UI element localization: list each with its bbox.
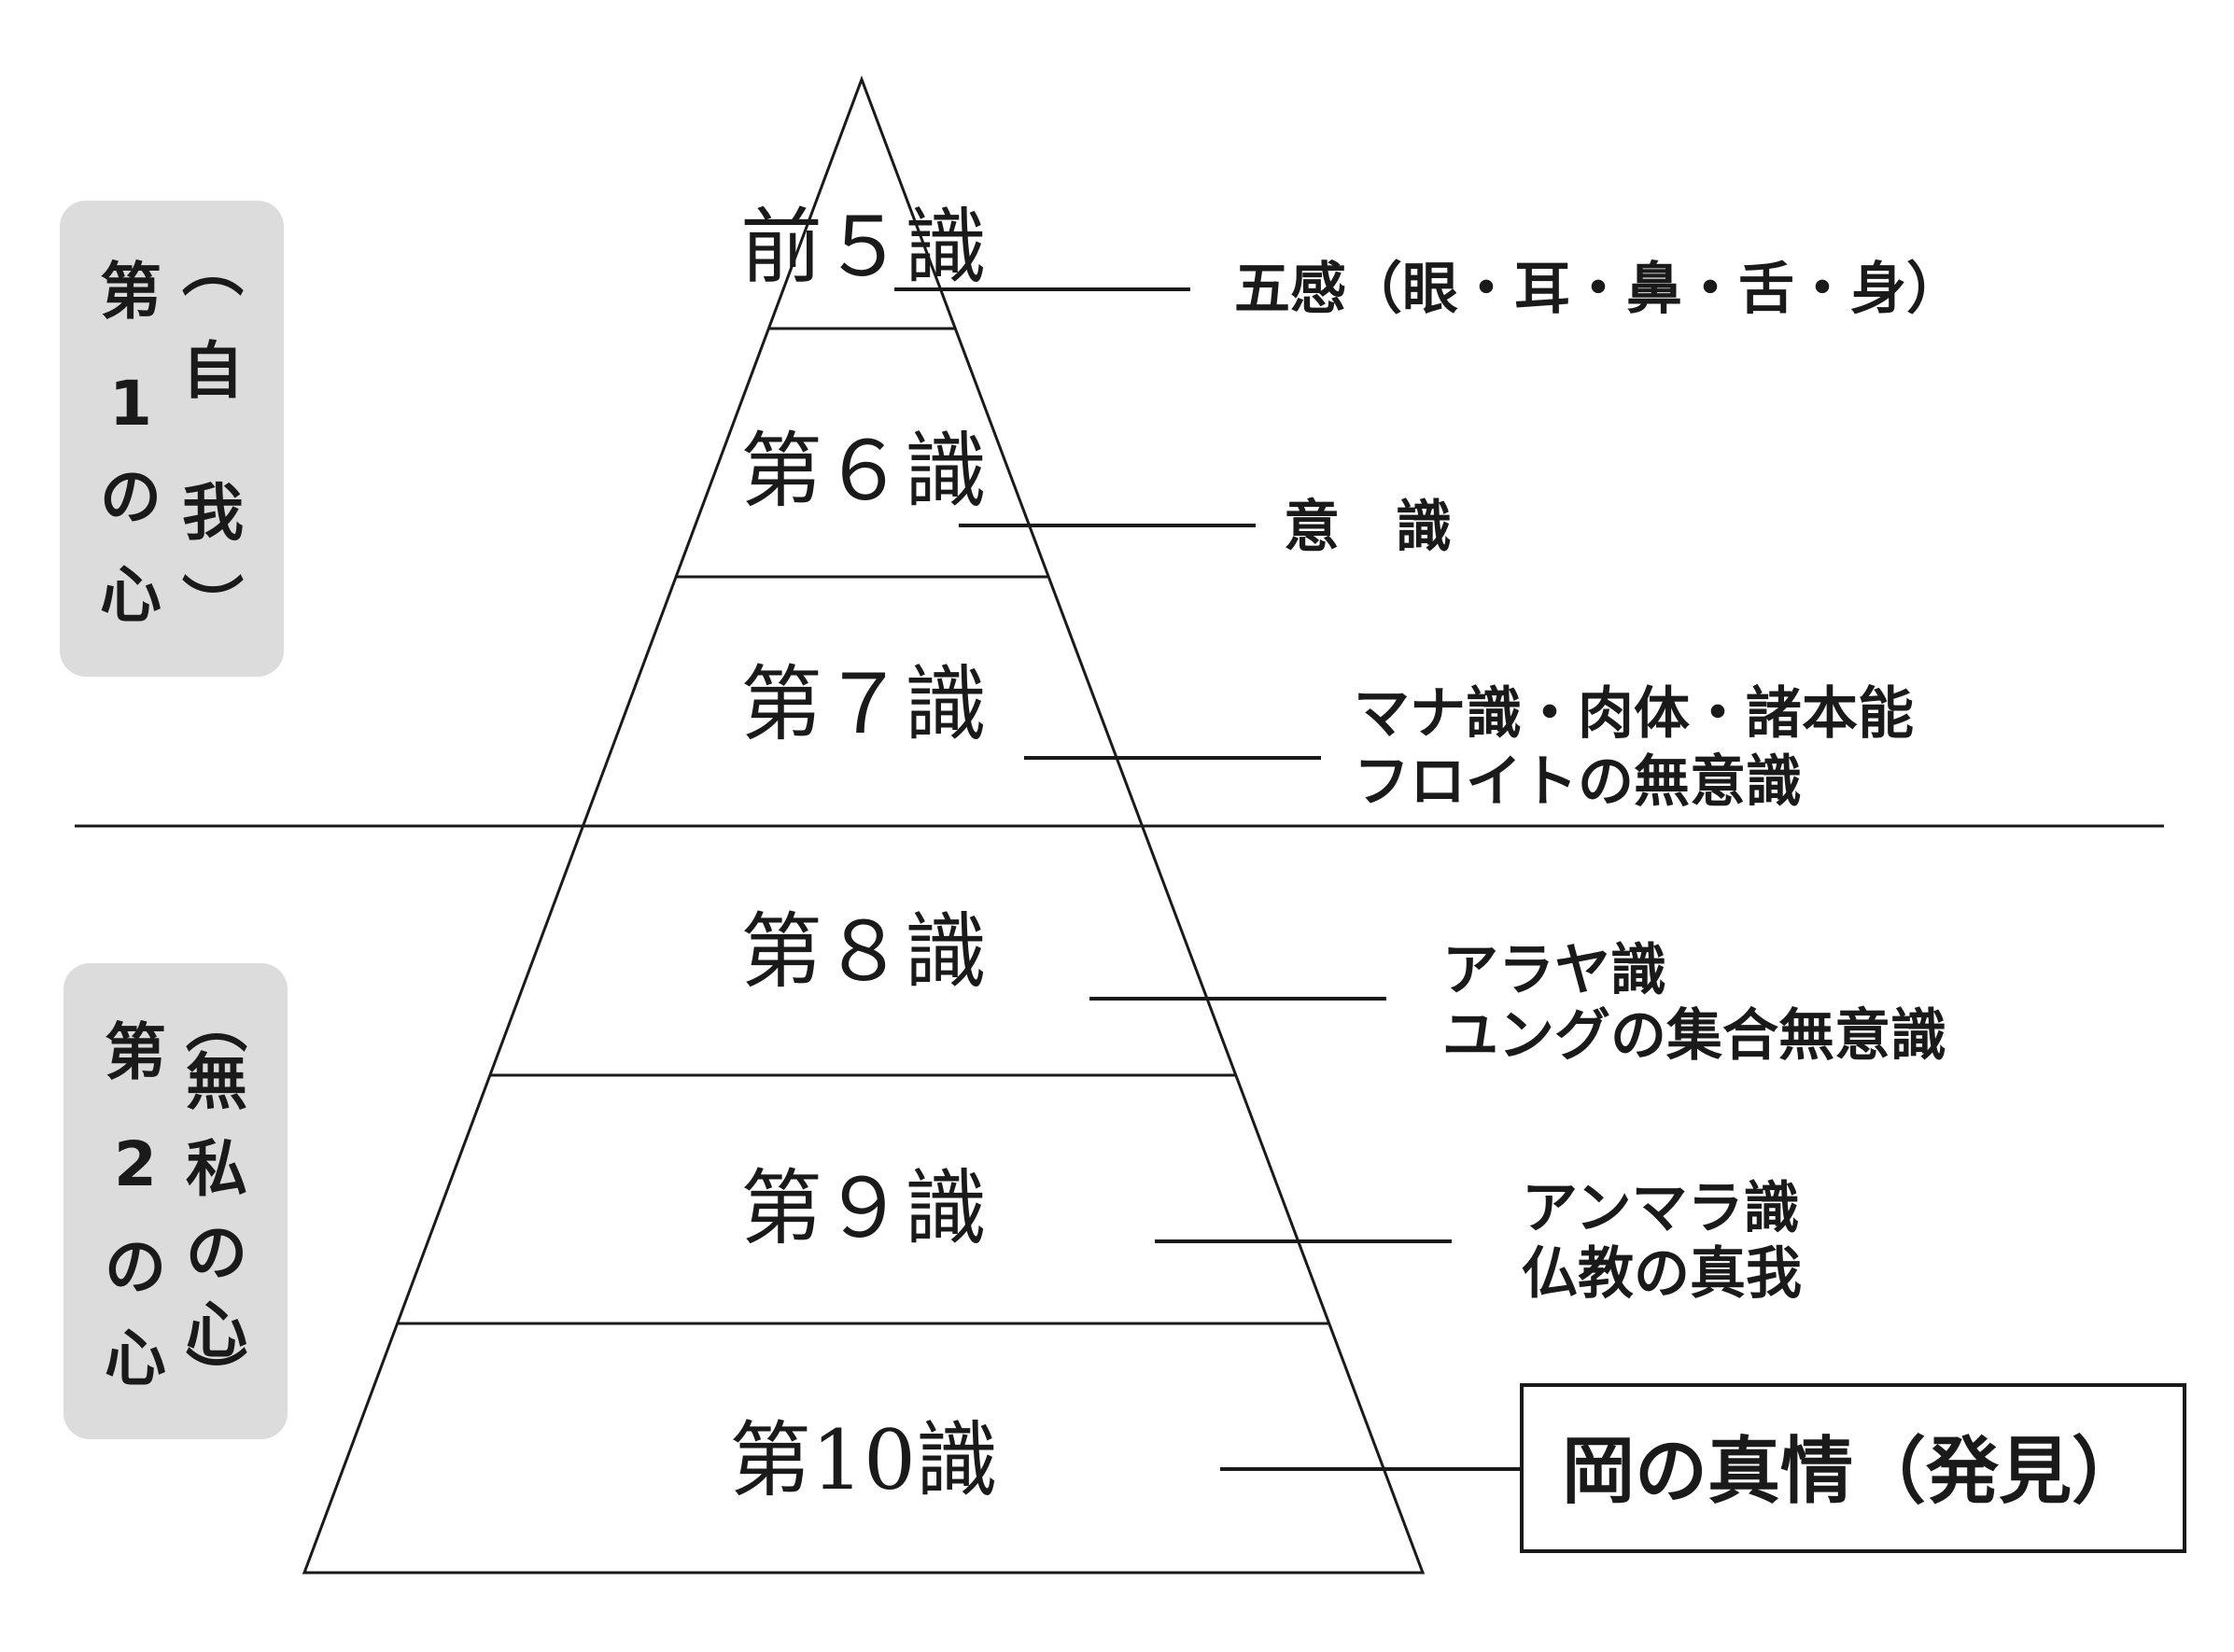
desc-9-line-2: 仏教の真我 [1522, 1241, 1802, 1307]
result-text: 岡の真情（発見） [1562, 1430, 2144, 1514]
side-char: の [186, 1217, 247, 1289]
side-char: 2 [114, 1128, 157, 1200]
level-label-9: 第９識 [740, 1160, 987, 1256]
desc-5-line-1: 五感（眼・耳・鼻・舌・身） [1234, 257, 1962, 322]
side-char: 私 [186, 1133, 247, 1205]
side-char: 心 [105, 1323, 166, 1394]
result-box [1520, 1383, 2186, 1553]
side-char: ︵ [182, 232, 244, 304]
side-char: 自 [182, 335, 244, 407]
side-char: 心 [186, 1295, 247, 1366]
side-char: 無 [186, 1046, 247, 1118]
side-char: 第 [105, 1016, 166, 1088]
level-label-8: 第８識 [740, 903, 987, 1000]
side-char: ︶ [186, 1343, 247, 1415]
desc-9-line-1: アンマラ識 [1522, 1176, 1800, 1241]
side-char: 我 [182, 477, 244, 549]
level-labels: 前５識 第６識 第７識 第８識 第９識 第10識 [729, 199, 998, 1508]
level-label-5: 前５識 [740, 199, 987, 295]
leader-lines [894, 287, 1522, 1471]
side-panel-selfless [63, 963, 288, 1439]
side-text-selfless: 第 2 の 心 ︵ 無 私 の 心 ︶ [105, 988, 247, 1415]
level-label-10: 第10識 [729, 1412, 998, 1508]
side-char: 1 [109, 368, 152, 440]
desc-8-line-1: アラヤ識 [1442, 938, 1666, 1003]
level-label-6: 第６識 [740, 423, 987, 519]
side-char: ︶ [182, 570, 244, 642]
side-char: の [100, 461, 162, 533]
side-char: 第 [100, 256, 162, 328]
side-char: 心 [100, 559, 162, 631]
side-panel-self [60, 201, 284, 677]
side-char: の [105, 1231, 166, 1303]
level-descriptions: 五感（眼・耳・鼻・舌・身） 意 識 マナ識・肉体・諸本能 フロイトの無意識 アラ… [1234, 257, 1962, 1307]
desc-7-line-1: マナ識・肉体・諸本能 [1354, 681, 1914, 747]
desc-8-line-2: ユングの集合無意識 [1442, 1003, 1946, 1069]
level-label-7: 第７識 [740, 656, 987, 752]
level-separators [397, 327, 1329, 1325]
desc-7-line-2: フロイトの無意識 [1354, 749, 1802, 815]
desc-6-line-1: 意 識 [1284, 495, 1452, 560]
side-char: ︵ [186, 988, 247, 1060]
side-text-self: 第 1 の 心 ︵ 自 我 ︶ [100, 232, 244, 642]
